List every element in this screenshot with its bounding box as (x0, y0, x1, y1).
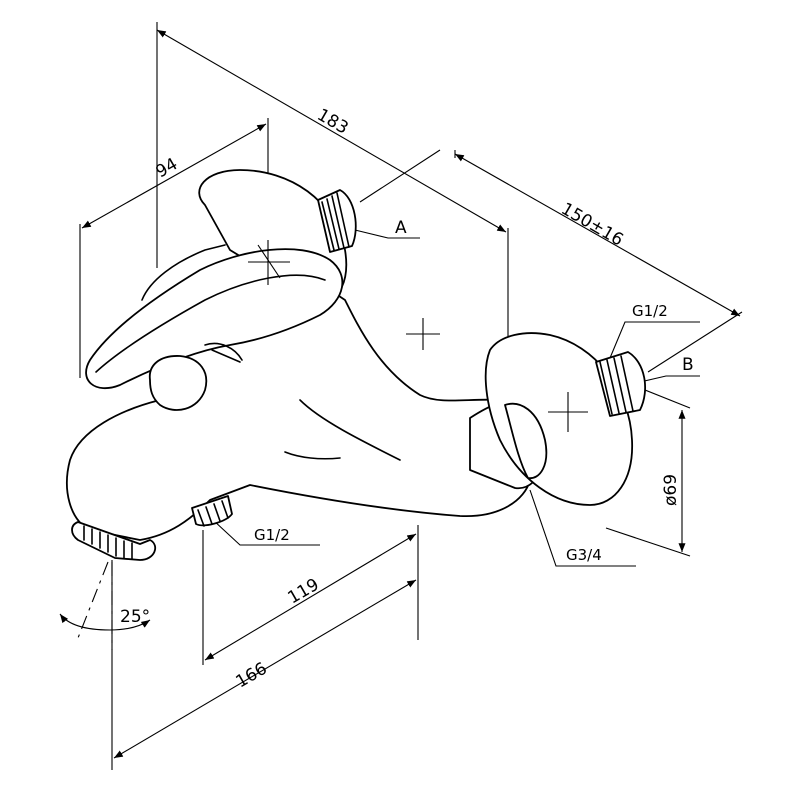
leader-lines (212, 229, 700, 567)
body-contour (284, 451, 341, 460)
leader-g12-top (609, 321, 700, 359)
dim-25-arc (59, 613, 151, 631)
inlet-b-thread (595, 351, 647, 417)
leader-a (354, 229, 420, 239)
dim-94-line (81, 123, 267, 229)
leader-b (639, 375, 700, 383)
hub-joint (204, 342, 243, 361)
label-166: 166 (233, 659, 271, 693)
callout-labels: A B G1/2 G3/4 G1/2 (254, 218, 694, 564)
lever-hub (148, 355, 208, 411)
inlet-a-thread (317, 189, 357, 253)
hub-joint-2 (211, 349, 241, 363)
label-a: A (395, 218, 407, 238)
leader-g34 (529, 489, 636, 567)
coupling-ring (504, 402, 548, 479)
dim-183-line (156, 29, 507, 233)
label-69: ø69 (661, 474, 681, 506)
label-g12-top: G1/2 (632, 302, 668, 320)
lever-handle (85, 248, 344, 390)
spout-axis (77, 561, 109, 639)
label-183: 183 (314, 105, 352, 139)
label-g12-bottom: G1/2 (254, 526, 290, 544)
spout-aerator (71, 521, 157, 561)
lever-inner-edge (95, 274, 326, 373)
faucet-body (66, 169, 647, 561)
dim-150-line (454, 153, 741, 317)
label-g34: G3/4 (566, 546, 602, 564)
label-25: 25° (120, 607, 150, 627)
label-119: 119 (285, 575, 323, 609)
body-contour-2 (299, 399, 401, 461)
leader-g12-bottom (212, 519, 320, 546)
lever-rear-edge (141, 244, 226, 301)
bottom-outlet-thread (191, 495, 233, 527)
label-b: B (682, 355, 694, 375)
dimension-lines (59, 29, 741, 759)
lever-cross-diag (257, 244, 281, 279)
dim-166-line (113, 579, 417, 759)
centerlines (77, 240, 588, 650)
label-150: 150±16 (558, 199, 627, 250)
